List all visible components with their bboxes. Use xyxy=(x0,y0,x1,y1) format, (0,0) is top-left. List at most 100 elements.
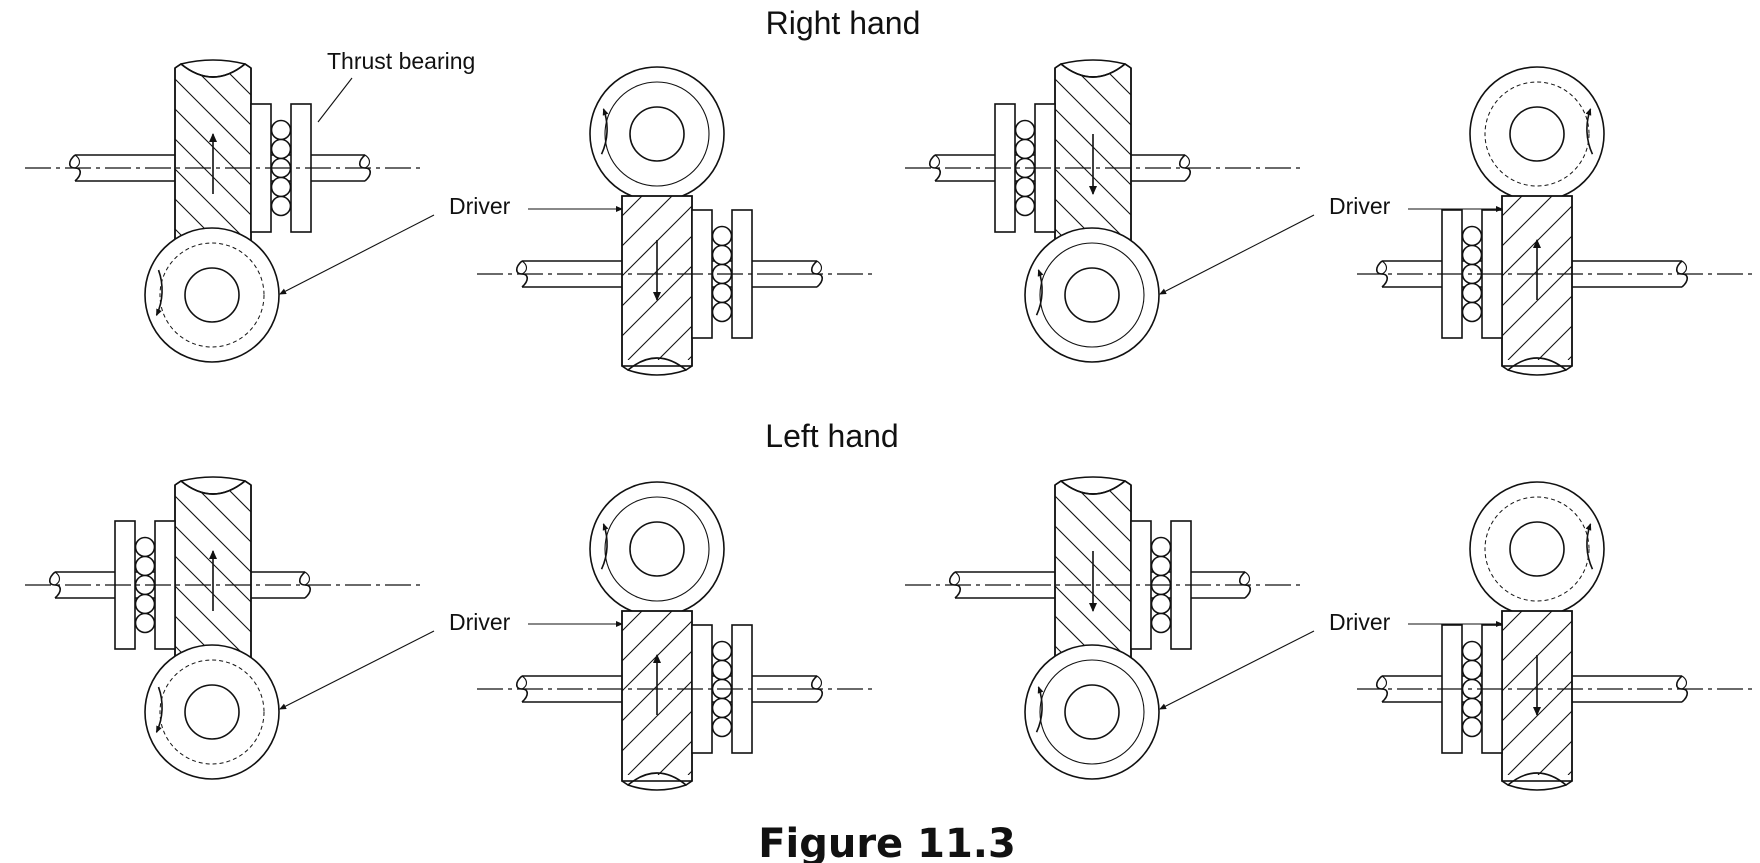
pitch-circle xyxy=(1484,81,1590,187)
hatch-line xyxy=(808,196,972,360)
mating-gear xyxy=(589,481,725,617)
hatch-line xyxy=(1502,680,1572,752)
drawing-layer xyxy=(0,59,1760,791)
rotation-arrow xyxy=(1585,523,1594,570)
hatch-line xyxy=(1688,611,1760,775)
gear-panel xyxy=(1268,481,1760,791)
mating-gear xyxy=(1469,481,1605,617)
gear-arc xyxy=(174,63,252,78)
hatch-line xyxy=(175,228,190,243)
pitch-circle xyxy=(159,242,265,348)
hatch-line xyxy=(622,196,673,247)
hatch-line xyxy=(290,491,459,660)
bearing-ball xyxy=(1461,640,1483,662)
hatch-line xyxy=(838,196,1002,360)
hub-circle xyxy=(184,267,240,323)
bearing-ball xyxy=(711,640,733,662)
hatch-line xyxy=(1502,265,1572,337)
hatch-line xyxy=(0,491,129,660)
bearing-ball xyxy=(711,716,733,738)
gear-panel xyxy=(0,476,459,780)
figure-caption: Figure 11.3 xyxy=(758,821,1016,863)
hatch-line xyxy=(870,491,1039,660)
shaft-break xyxy=(1681,260,1688,275)
hatch-line xyxy=(1055,78,1131,156)
hatch-line xyxy=(1055,525,1131,603)
gear-panel xyxy=(870,476,1300,780)
hatch-line xyxy=(627,295,692,360)
hatch-line xyxy=(1658,611,1760,775)
rotation-arrow xyxy=(600,108,609,155)
hatch-line xyxy=(260,491,429,660)
bearing-ball xyxy=(711,244,733,266)
hatch-line xyxy=(622,620,692,692)
gear-panel xyxy=(448,481,1002,791)
hub-circle xyxy=(1064,684,1120,740)
shaft-break xyxy=(54,571,61,586)
bearing-ball xyxy=(134,593,156,615)
hatch-line xyxy=(1298,611,1462,775)
shaft-break xyxy=(954,571,961,586)
gear-panel xyxy=(477,66,1002,376)
hub-circle xyxy=(629,521,685,577)
shaft-break xyxy=(1184,154,1191,169)
shaft-break xyxy=(521,675,528,690)
hatch-line xyxy=(448,611,612,775)
hub-circle xyxy=(1509,106,1565,162)
hatch-line xyxy=(0,74,129,243)
gear-arc xyxy=(1054,63,1132,78)
shaft-break xyxy=(74,154,81,169)
hatch-line xyxy=(838,611,1002,775)
hatch-line xyxy=(622,235,692,307)
hatch-line xyxy=(808,611,972,775)
gear-arc xyxy=(174,480,252,495)
hatch-line xyxy=(1598,196,1760,360)
hatch-line xyxy=(622,611,673,662)
hatch-line xyxy=(1567,355,1572,360)
hatch-line xyxy=(622,650,692,722)
hatch-lines xyxy=(448,611,1002,775)
mating-gear xyxy=(144,644,280,780)
hatch-line xyxy=(1507,710,1572,775)
hatch-lines xyxy=(1268,196,1760,360)
hatch-line xyxy=(175,495,251,573)
hatch-line xyxy=(622,680,692,752)
gear-panel xyxy=(810,59,1300,363)
shaft-break xyxy=(1681,675,1688,690)
hatch-lines xyxy=(622,196,1002,360)
hatch-line xyxy=(1628,196,1760,360)
shaft-break xyxy=(521,260,528,275)
hatch-line xyxy=(1079,74,1131,126)
hatch-line xyxy=(1502,620,1572,692)
shaft-break xyxy=(364,154,371,169)
hatch-line xyxy=(1055,198,1100,243)
pitch-circle xyxy=(1039,242,1145,348)
gear-arc xyxy=(1501,357,1573,371)
leader-line xyxy=(317,77,353,123)
hatch-line xyxy=(1268,611,1432,775)
hatch-line xyxy=(1718,611,1760,775)
shaft-break xyxy=(1381,260,1388,275)
bearing-ball xyxy=(270,138,292,160)
hatch-line xyxy=(175,615,220,660)
hub-circle xyxy=(184,684,240,740)
hatch-line xyxy=(622,265,692,337)
hatch-line xyxy=(175,525,251,603)
hatch-line xyxy=(1268,196,1432,360)
heading-left-hand: Left hand xyxy=(765,418,898,454)
leader-line xyxy=(279,630,435,710)
bearing-ball xyxy=(1461,301,1483,323)
mating-gear xyxy=(589,66,725,202)
hatch-line xyxy=(290,74,459,243)
bearing-ball xyxy=(1150,555,1172,577)
pitch-circle xyxy=(604,81,710,187)
hatch-line xyxy=(778,611,942,775)
hatch-line xyxy=(810,74,979,243)
hatch-line xyxy=(1537,325,1572,360)
hatch-line xyxy=(175,585,250,660)
bearing-ball xyxy=(134,612,156,634)
hatch-line xyxy=(1502,196,1553,247)
gear-arc xyxy=(1507,784,1567,791)
hatch-line xyxy=(1055,645,1070,660)
